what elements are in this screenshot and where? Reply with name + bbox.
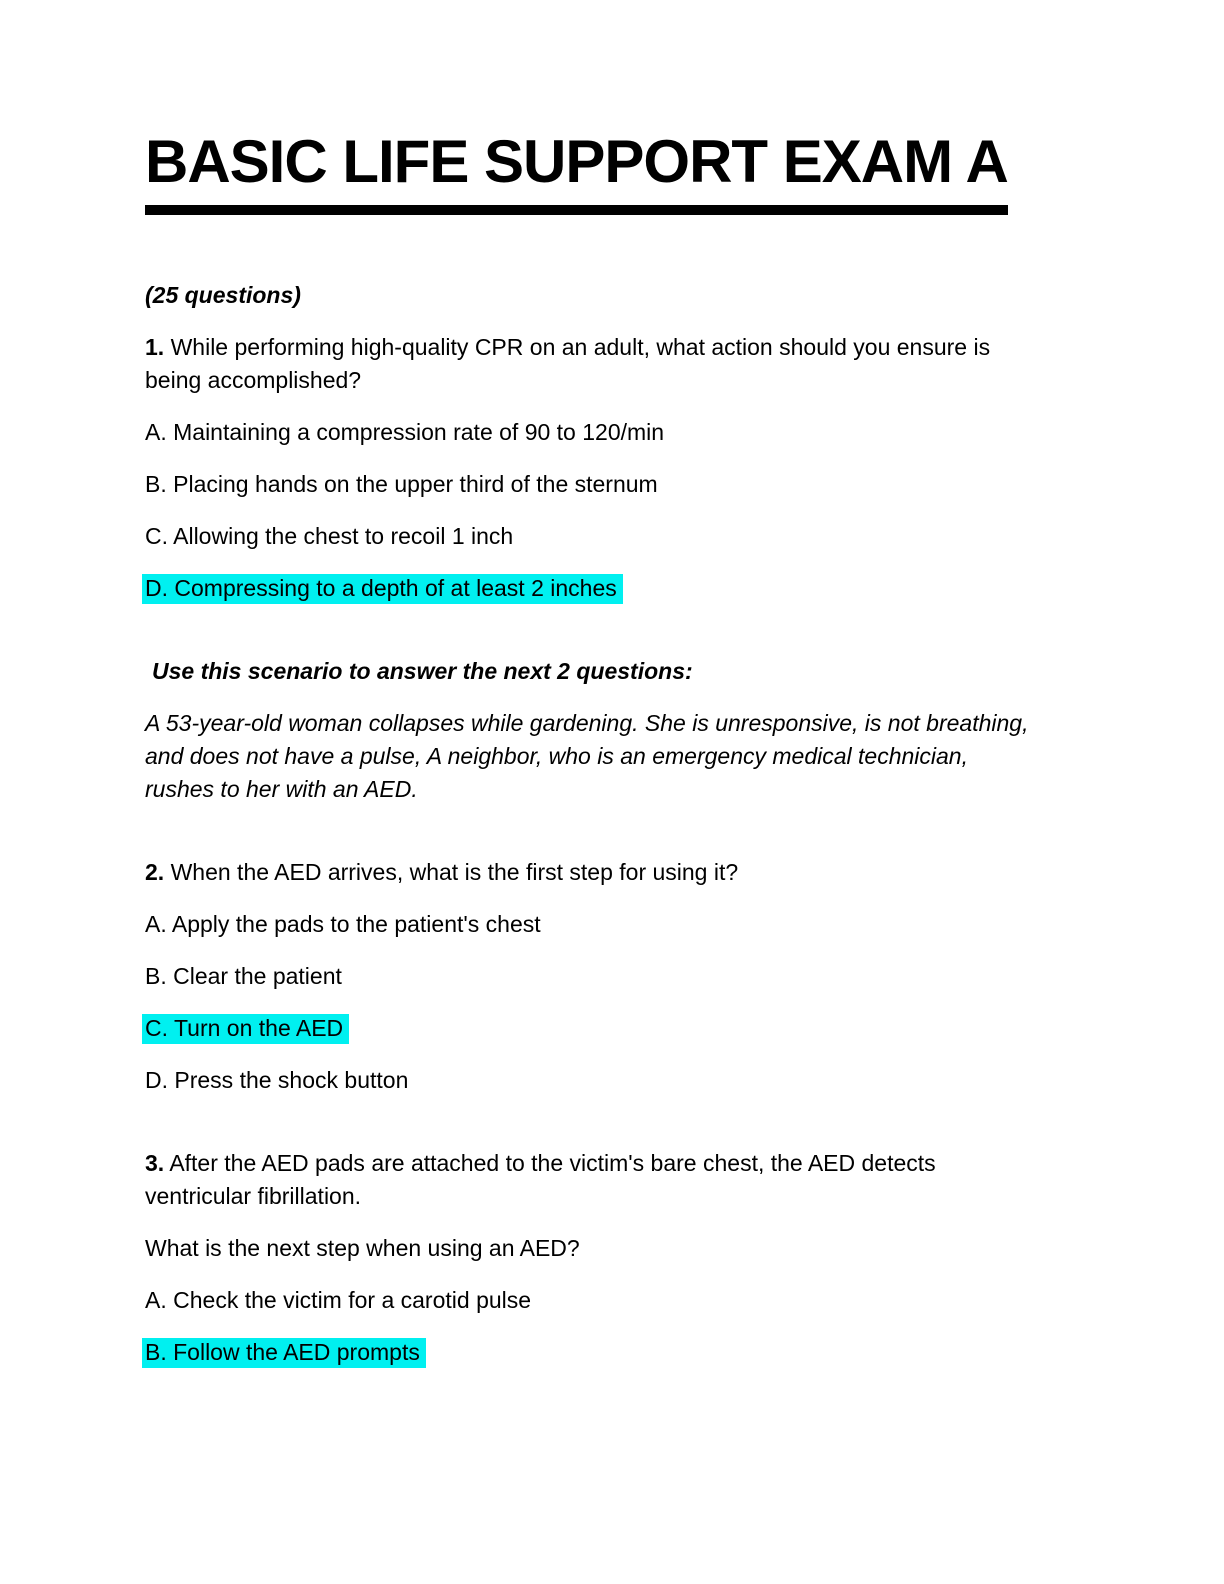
highlighted-answer: D. Compressing to a depth of at least 2 …	[142, 574, 623, 604]
question-3-number: 3.	[145, 1150, 165, 1176]
option-text: A. Check the victim for a carotid pulse	[145, 1287, 532, 1313]
question-3: 3. After the AED pads are attached to th…	[145, 1147, 1094, 1213]
page-title: BASIC LIFE SUPPORT EXAM A	[145, 130, 1094, 215]
question-2-option-b: B. Clear the patient	[145, 960, 1094, 993]
question-2: 2. When the AED arrives, what is the fir…	[145, 856, 1094, 889]
option-text: A. Apply the pads to the patient's chest	[145, 911, 541, 937]
question-3-followup: What is the next step when using an AED?	[145, 1235, 580, 1261]
option-text: A. Maintaining a compression rate of 90 …	[145, 419, 665, 445]
question-1-option-a: A. Maintaining a compression rate of 90 …	[145, 416, 1094, 449]
question-1: 1. While performing high-quality CPR on …	[145, 331, 1094, 397]
option-text: D. Press the shock button	[145, 1067, 409, 1093]
question-2-option-d: D. Press the shock button	[145, 1064, 1094, 1097]
question-1-option-b: B. Placing hands on the upper third of t…	[145, 468, 1094, 501]
page-title-text: BASIC LIFE SUPPORT EXAM A	[145, 130, 1009, 215]
option-text: B. Clear the patient	[145, 963, 342, 989]
question-3-text: After the AED pads are attached to the v…	[145, 1150, 936, 1209]
question-2-text: When the AED arrives, what is the first …	[170, 859, 739, 885]
highlighted-answer: C. Turn on the AED	[142, 1014, 350, 1044]
question-count-note: (25 questions)	[145, 282, 301, 308]
option-text: C. Allowing the chest to recoil 1 inch	[145, 523, 514, 549]
option-text: B. Placing hands on the upper third of t…	[145, 471, 658, 497]
scenario-body: A 53-year-old woman collapses while gard…	[145, 710, 1029, 802]
question-1-option-c: C. Allowing the chest to recoil 1 inch	[145, 520, 1094, 553]
question-1-text: While performing high-quality CPR on an …	[145, 334, 991, 393]
scenario-heading: Use this scenario to answer the next 2 q…	[152, 658, 693, 684]
question-1-number: 1.	[145, 334, 165, 360]
highlighted-answer: B. Follow the AED prompts	[142, 1338, 426, 1368]
question-2-number: 2.	[145, 859, 165, 885]
question-3-option-b: B. Follow the AED prompts	[142, 1336, 1094, 1369]
question-2-option-a: A. Apply the pads to the patient's chest	[145, 908, 1094, 941]
question-3-option-a: A. Check the victim for a carotid pulse	[145, 1284, 1094, 1317]
question-1-option-d: D. Compressing to a depth of at least 2 …	[142, 572, 1094, 605]
question-2-option-c: C. Turn on the AED	[142, 1012, 1094, 1045]
